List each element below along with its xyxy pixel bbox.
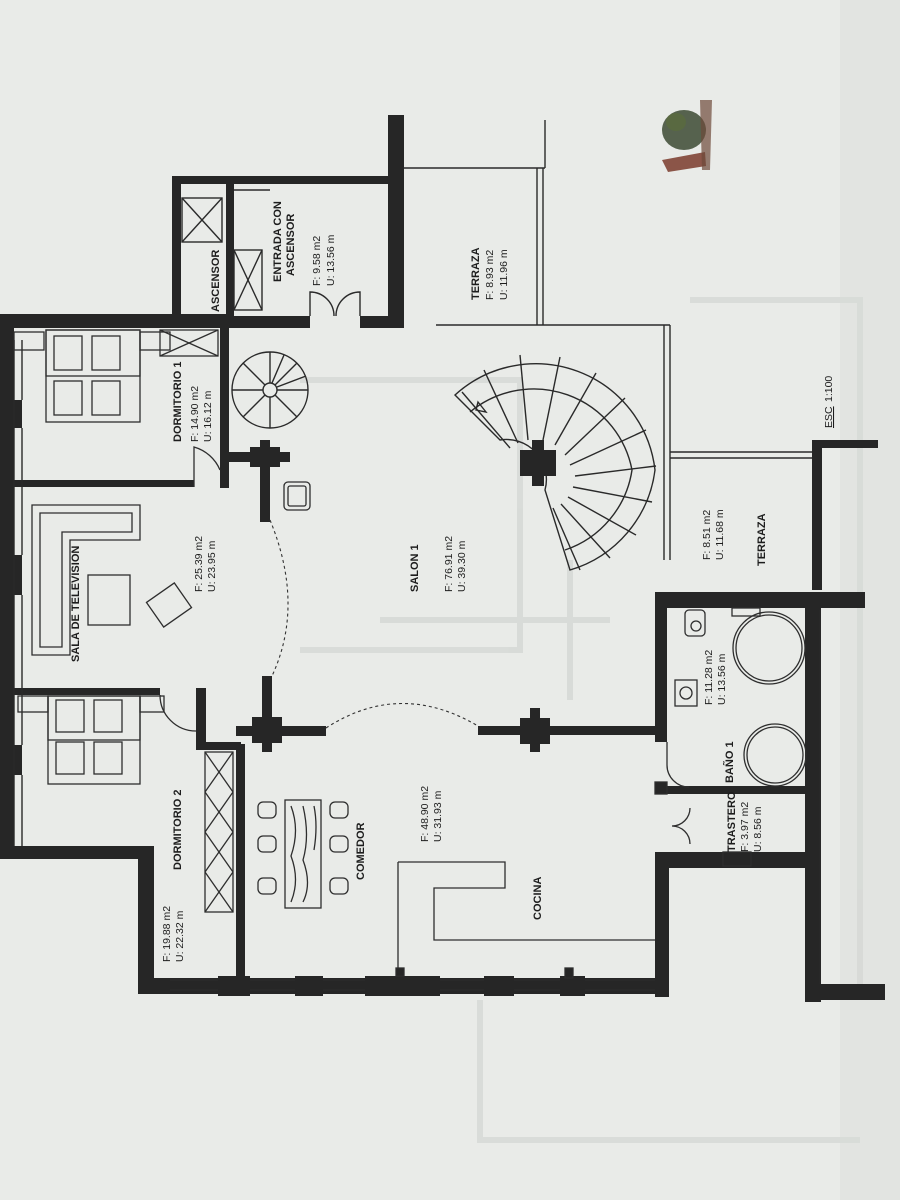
entrance-door xyxy=(309,291,361,317)
label-comedor: COMEDOR xyxy=(355,823,367,881)
armchair xyxy=(283,481,311,511)
wall-bano-mid xyxy=(667,786,807,794)
salon-dashed-arcs xyxy=(269,519,479,729)
label-sala-television-perimeter: U: 23.95 m xyxy=(206,540,218,592)
label-trastero: TRASTERO xyxy=(726,791,738,852)
wall-outer-bottom-right xyxy=(805,984,885,1000)
wall-entrada-bottom-left xyxy=(234,316,310,328)
wall-ascensor-left xyxy=(172,176,181,328)
plant-stamp xyxy=(662,100,712,172)
show-through-lines xyxy=(300,297,863,1143)
pillar-middle xyxy=(236,676,326,752)
label-sala-television-area: F: 25.39 m2 xyxy=(193,536,205,592)
wall-cocina-right xyxy=(655,852,669,997)
label-ascensor: ASCENSOR xyxy=(210,250,222,312)
label-terraza-right: TERRAZA xyxy=(756,513,768,566)
pillar-right xyxy=(478,708,658,752)
scale-label: ESC 1:100 xyxy=(823,376,835,428)
label-salon-perimeter: U: 39.30 m xyxy=(456,540,468,592)
label-sala-television: SALA DE TELEVISION xyxy=(70,546,82,662)
label-entrada-name-1: ENTRADA CON xyxy=(272,201,284,282)
cocina-counter xyxy=(395,861,655,979)
label-trastero-perimeter: U: 8.56 m xyxy=(752,806,764,852)
label-terraza-top: TERRAZA xyxy=(470,247,482,300)
wall-top-left-band xyxy=(0,314,234,328)
wall-entrada-bottom-right xyxy=(360,316,404,328)
comedor-table xyxy=(257,799,349,909)
wall-dorm2-top xyxy=(14,688,160,695)
wall-ascensor-divider xyxy=(226,184,234,326)
scale-esc: ESC xyxy=(823,406,835,428)
wall-left-stub-1 xyxy=(0,400,22,428)
wall-dorm2-stub xyxy=(196,688,206,750)
label-dormitorio-1-perimeter: U: 16.12 m xyxy=(202,390,214,442)
label-entrada-name-2: ASCENSOR xyxy=(285,214,297,276)
scale-value: 1:100 xyxy=(823,376,835,402)
wall-bano-left xyxy=(655,592,667,742)
label-terraza-top-area: F: 8.93 m2 xyxy=(484,250,496,300)
wall-dorm1-bottom xyxy=(14,480,194,487)
label-dormitorio-1-area: F: 14.90 m2 xyxy=(189,386,201,442)
label-terraza-right-perimeter: U: 11.68 m xyxy=(714,509,726,560)
label-bano-area: F: 11.28 m2 xyxy=(703,650,715,705)
label-entrada-area: F: 9.58 m2 xyxy=(311,236,323,286)
label-terraza-right-area: F: 8.51 m2 xyxy=(701,510,713,560)
label-salon-area: F: 76.91 m2 xyxy=(443,536,455,592)
wall-ascensor-top xyxy=(172,176,404,184)
large-spiral-stair xyxy=(453,354,657,571)
label-dormitorio-1: DORMITORIO 1 xyxy=(172,362,184,442)
label-bano-perimeter: U: 13.56 m xyxy=(716,653,728,705)
wall-trastero-bottom xyxy=(655,852,807,868)
label-dormitorio-2: DORMITORIO 2 xyxy=(172,790,184,870)
sala-television-furniture xyxy=(31,504,193,656)
wall-dorm2-stub-b xyxy=(196,742,241,750)
dormitorio-2-bed xyxy=(17,694,234,913)
ascensor-shaft xyxy=(181,189,270,311)
wall-bano-top xyxy=(655,592,865,608)
wall-terraza-right-post xyxy=(812,440,822,590)
wall-dorm2-bottom xyxy=(14,846,154,859)
wall-bano-right xyxy=(805,592,821,1002)
wall-left-stub-3 xyxy=(0,745,22,775)
label-cocina: COCINA xyxy=(532,877,544,920)
pillar-upper xyxy=(228,440,290,522)
small-spiral-stair xyxy=(231,351,309,429)
wall-dorm1-right xyxy=(220,326,229,488)
dormitorio-1-bed xyxy=(13,329,221,487)
label-comedor-area: F: 48.90 m2 xyxy=(419,786,431,842)
windows xyxy=(13,340,821,996)
label-bano: BAÑO 1 xyxy=(723,741,736,783)
label-entrada-perimeter: U: 13.56 m xyxy=(325,234,337,286)
label-terraza-top-perimeter: U: 11.96 m xyxy=(498,249,510,300)
label-dormitorio-2-area: F: 19.88 m2 xyxy=(161,906,173,962)
terraza-top-railing xyxy=(404,120,812,560)
wall-terraza-right-top xyxy=(812,440,878,448)
wall-left-stub-2 xyxy=(0,555,22,595)
bathroom-fixtures xyxy=(654,607,807,867)
label-comedor-perimeter: U: 31.93 m xyxy=(432,790,444,842)
wall-entrada-right xyxy=(388,115,404,328)
label-dormitorio-2-perimeter: U: 22.32 m xyxy=(174,910,186,962)
label-salon: SALON 1 xyxy=(409,544,421,592)
label-trastero-area: F: 3.97 m2 xyxy=(739,802,751,852)
wall-dorm2-step xyxy=(138,846,154,994)
wall-comedor-left xyxy=(236,744,245,984)
